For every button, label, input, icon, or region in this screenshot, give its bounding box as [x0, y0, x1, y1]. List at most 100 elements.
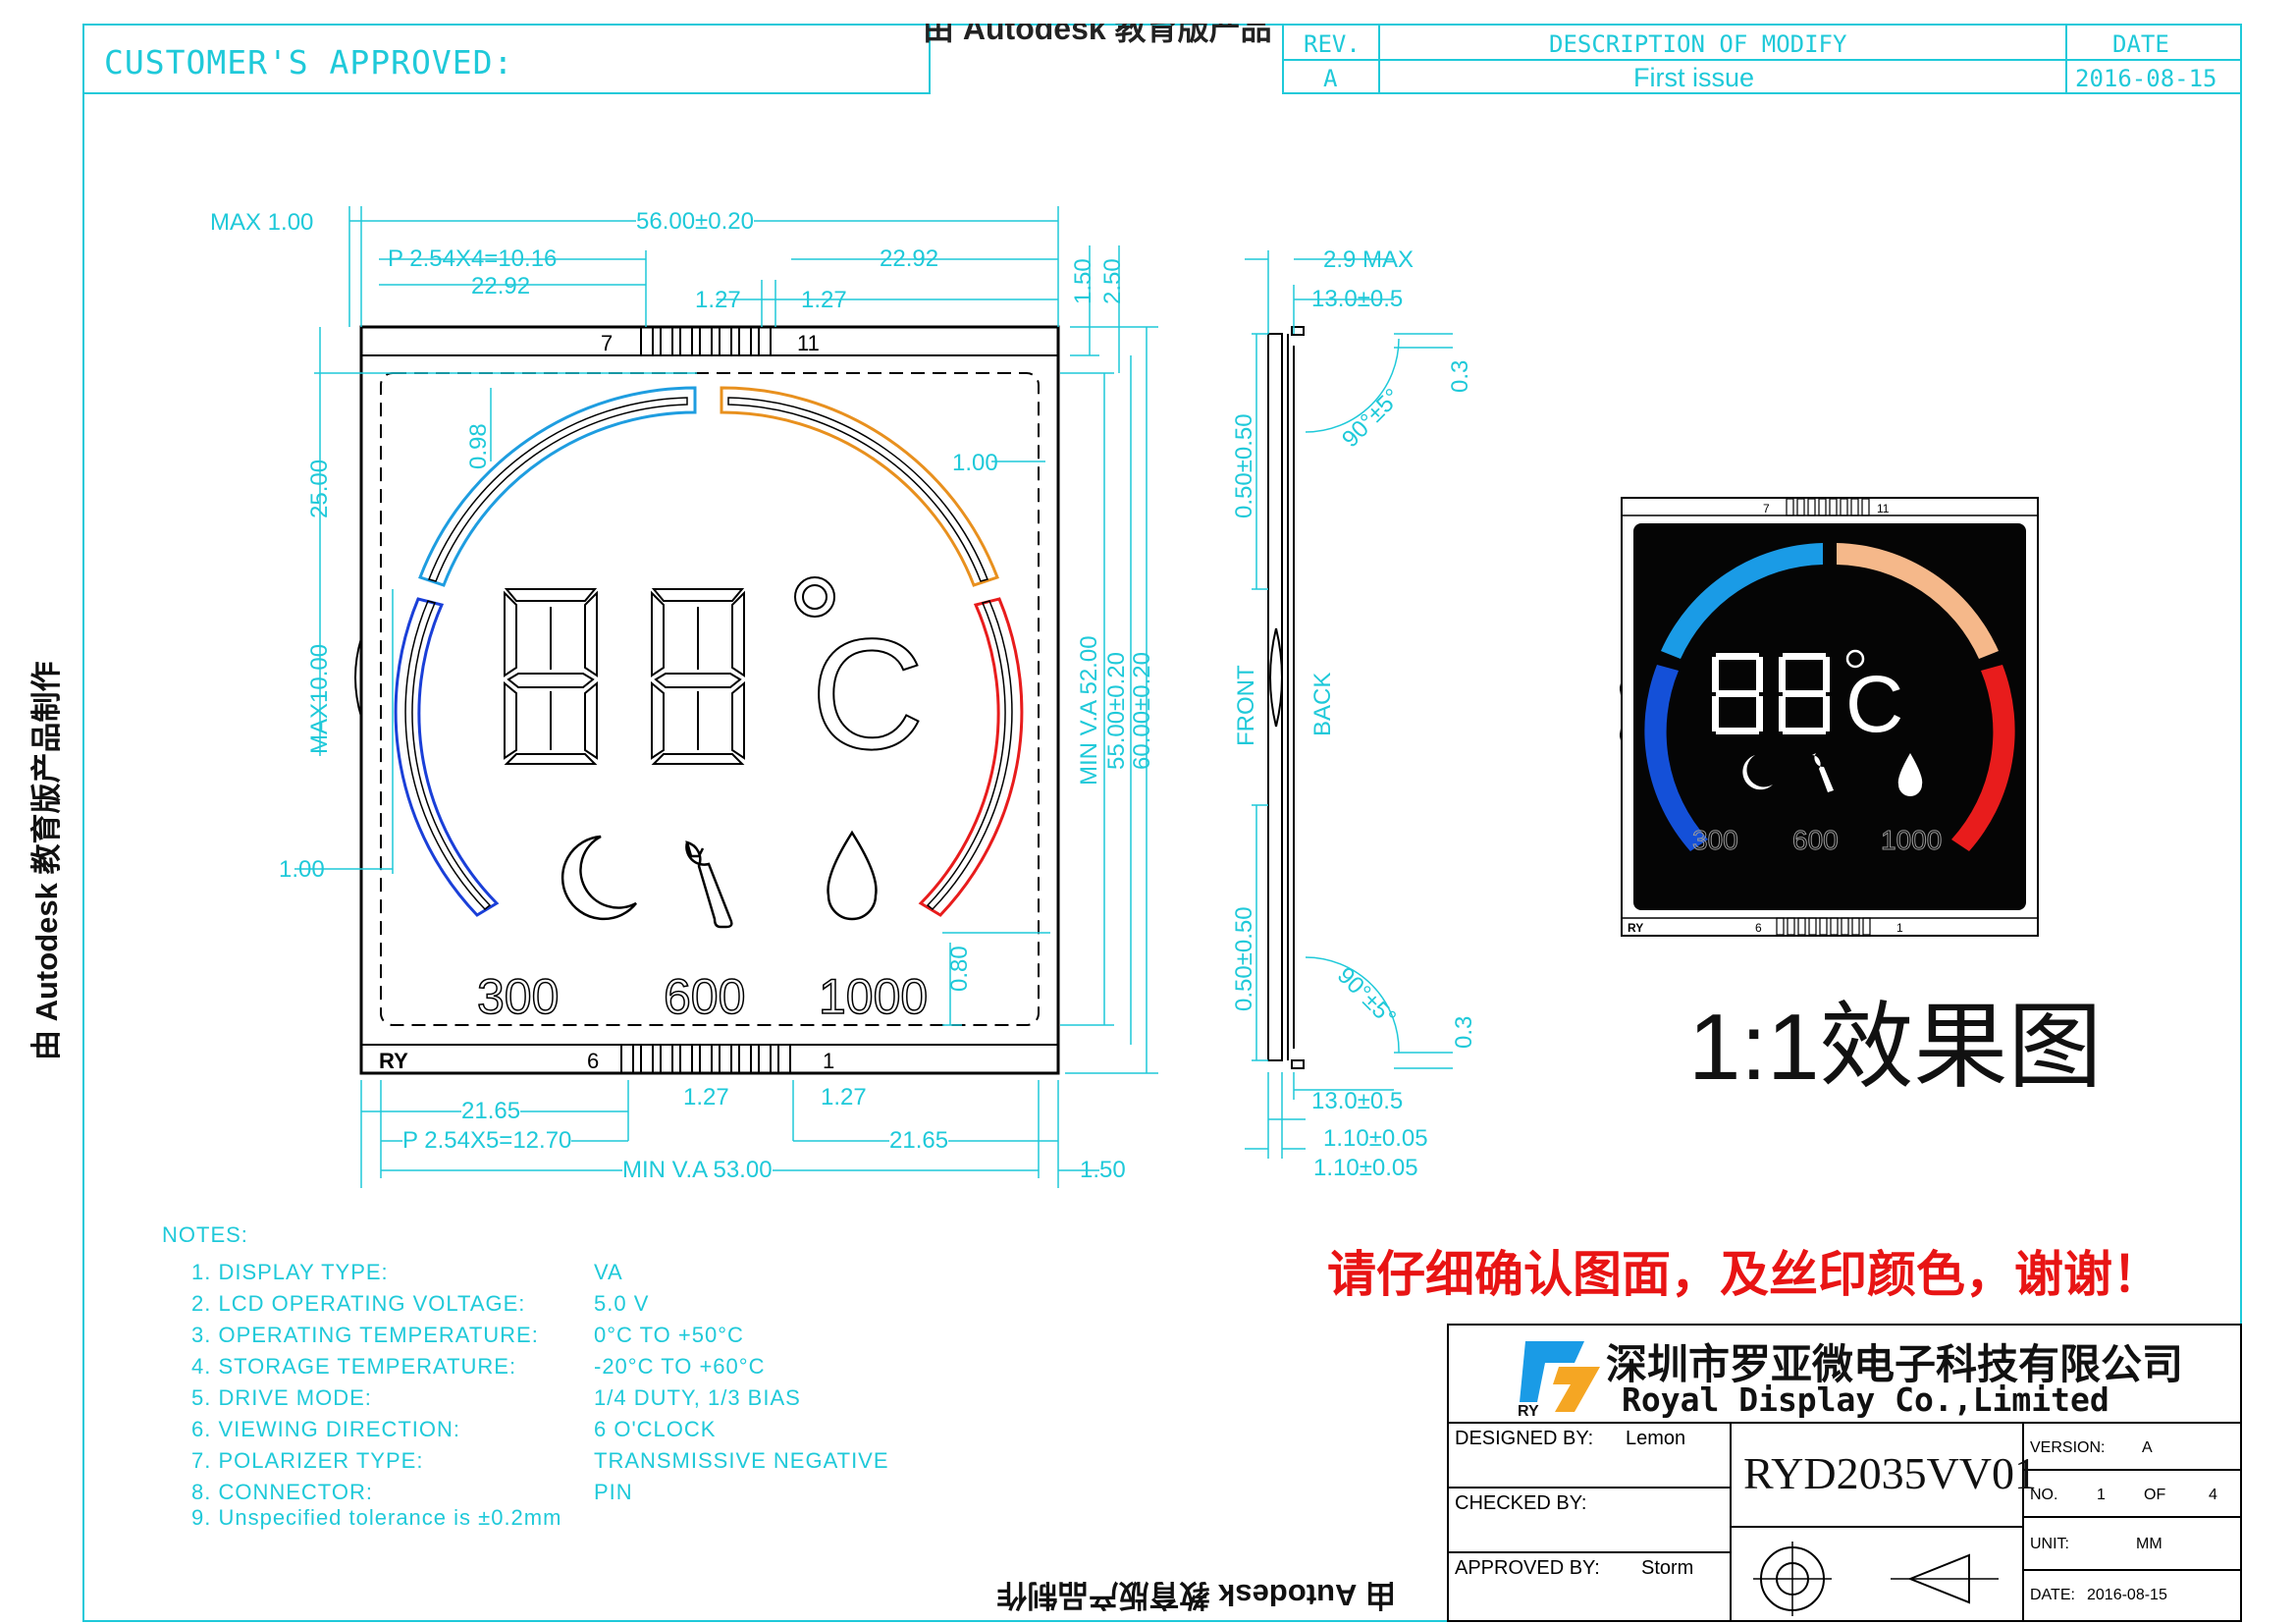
- preview-pin-1: 1: [1896, 921, 1903, 935]
- note-4-label: 4. STORAGE TEMPERATURE:: [191, 1354, 517, 1379]
- approved-by-label: APPROVED BY:: [1455, 1557, 1600, 1579]
- arc-right-inner: [926, 600, 1013, 911]
- bottom-watermark-text: 由 Autodesk 教育版产品制作: [996, 1578, 1396, 1612]
- version-value: A: [2142, 1439, 2153, 1456]
- note-7-value: TRANSMISSIVE NEGATIVE: [594, 1448, 889, 1473]
- date-label: DATE:: [2030, 1587, 2075, 1603]
- note-9-label: 9. Unspecified tolerance is ±0.2mm: [191, 1505, 562, 1530]
- of-value: 4: [2209, 1487, 2217, 1503]
- dim-21-right: 21.65: [889, 1127, 949, 1155]
- preview-digit-2: [1779, 653, 1830, 734]
- side-view: [1267, 326, 1305, 1069]
- company-name-cn: 深圳市罗亚微电子科技有限公司: [1606, 1341, 2184, 1387]
- digit-1: [504, 588, 598, 765]
- company-logo-letters: RY: [1518, 1403, 1539, 1418]
- arc-left: [394, 597, 500, 917]
- customer-approved-label: CUSTOMER'S APPROVED:: [104, 43, 514, 81]
- side-front: FRONT: [1233, 665, 1259, 746]
- arc-top-left-inner: [428, 397, 688, 582]
- dim-127-top-r: 1.27: [801, 287, 847, 313]
- designed-by-value: Lemon: [1626, 1428, 1686, 1449]
- drawing-sheet: [82, 24, 2242, 1622]
- dim-max-1: MAX 1.00: [210, 209, 314, 236]
- preview-caption: 1:1效果图: [1688, 995, 2103, 1100]
- dim-pitch-top: P 2.54X4=10.16: [388, 245, 558, 272]
- version-label: VERSION:: [2030, 1439, 2106, 1456]
- note-4-value: -20°C TO +60°C: [594, 1354, 766, 1379]
- preview-pin-6: 6: [1755, 921, 1762, 935]
- label-600: 600: [664, 969, 745, 1024]
- company-row: RY 深圳市罗亚微电子科技有限公司 Royal Display Co.,Limi…: [1449, 1326, 2240, 1424]
- degree-ring: [794, 576, 835, 618]
- preview-degree: [1845, 649, 1865, 669]
- digit-2: [651, 588, 745, 765]
- pin-label-6: 6: [587, 1049, 599, 1073]
- dim-25: 25.00: [306, 459, 333, 518]
- dim-250-top: 2.50: [1099, 258, 1126, 304]
- preview-digit-1: [1712, 653, 1763, 734]
- dim-127-top-l: 1.27: [695, 287, 741, 313]
- preview-600: 600: [1792, 825, 1839, 855]
- dim-100-right: 1.00: [952, 450, 998, 476]
- title-block: RY 深圳市罗亚微电子科技有限公司 Royal Display Co.,Limi…: [1447, 1324, 2242, 1622]
- no-value: 1: [2097, 1487, 2106, 1503]
- preview-pin-7: 7: [1763, 502, 1770, 515]
- note-8-label: 8. CONNECTOR:: [191, 1480, 373, 1504]
- dim-60: 60.00±0.20: [1129, 652, 1155, 770]
- of-label: OF: [2144, 1487, 2166, 1503]
- arc-right: [918, 597, 1024, 917]
- ry-logo: RY: [379, 1049, 408, 1073]
- dim-22-left: 22.92: [471, 273, 531, 299]
- revision-table: REV. DESCRIPTION OF MODIFY DATE A First …: [1282, 24, 2242, 94]
- label-300: 300: [477, 969, 559, 1024]
- note-5-label: 5. DRIVE MODE:: [191, 1385, 372, 1410]
- droplet-icon: [827, 830, 878, 921]
- date-header: DATE: [2112, 30, 2169, 58]
- preview-moon-icon: [1742, 755, 1773, 790]
- moon-icon: [561, 835, 637, 921]
- side-view-dims: [1245, 250, 1453, 1159]
- note-1-label: 1. DISPLAY TYPE:: [191, 1260, 389, 1284]
- no-label: NO.: [2030, 1487, 2058, 1503]
- customer-approved-box: CUSTOMER'S APPROVED:: [82, 24, 931, 94]
- dim-va-52: MIN V.A 52.00: [1076, 635, 1102, 785]
- preview-left-tab: [1620, 681, 1623, 742]
- company-logo-icon: RY: [1518, 1341, 1600, 1418]
- dim-pitch-bottom: P 2.54X5=12.70: [402, 1127, 572, 1155]
- side-03-bottom: 0.3: [1451, 1015, 1477, 1049]
- preview-wrench-icon: [1812, 753, 1834, 792]
- note-8-value: PIN: [594, 1480, 633, 1504]
- dim-127-bottom-l: 1.27: [683, 1084, 729, 1110]
- top-watermark-text: 由 Autodesk 教育版产品制作: [923, 24, 1272, 46]
- arc-top-left: [418, 386, 697, 587]
- side-13-top: 13.0±0.5: [1311, 286, 1404, 312]
- side-13-bottom: 13.0±0.5: [1311, 1088, 1404, 1114]
- pin-label-1: 1: [823, 1049, 834, 1073]
- dim-22-right: 22.92: [880, 245, 939, 272]
- pin-label-11: 11: [797, 331, 820, 355]
- side-03-top: 0.3: [1447, 359, 1473, 393]
- preview-arc-right: [1951, 665, 2015, 851]
- preview-logo: RY: [1628, 921, 1643, 935]
- top-pins: [640, 326, 772, 356]
- dim-100-left: 1.00: [279, 856, 325, 883]
- dim-55: 55.00±0.20: [1103, 652, 1130, 770]
- part-number: RYD2035VV01: [1743, 1448, 2038, 1498]
- preview-pin-11: 11: [1877, 502, 1890, 515]
- rev-value: A: [1323, 65, 1338, 92]
- side-050-top: 0.50±0.50: [1231, 413, 1257, 518]
- description-value: First issue: [1633, 63, 1755, 92]
- preview-render: 7 11 6 1 RY C 300 600 1000: [1620, 497, 2039, 937]
- description-header: DESCRIPTION OF MODIFY: [1549, 30, 1847, 58]
- unit-value: MM: [2136, 1536, 2163, 1552]
- label-1000: 1000: [819, 969, 928, 1024]
- dim-max10: MAX10.00: [306, 643, 333, 754]
- side-back: BACK: [1309, 672, 1336, 736]
- top-watermark: 由 Autodesk 教育版产品制作: [923, 24, 1276, 53]
- side-110-a: 1.10±0.05: [1323, 1125, 1428, 1152]
- rev-header: REV.: [1304, 30, 1361, 58]
- date-value: 2016-08-15: [2075, 65, 2217, 92]
- arc-top-right: [720, 386, 999, 587]
- checked-by-label: CHECKED BY:: [1455, 1492, 1587, 1514]
